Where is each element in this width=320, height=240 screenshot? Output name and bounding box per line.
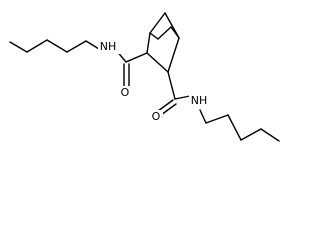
atom-label-nh-right: NH	[191, 94, 208, 107]
bond-butyl-right-3	[240, 128, 262, 141]
bond-carbonyl-right-double-a	[157, 99, 174, 112]
bond-butyl-right-2	[227, 114, 242, 141]
atom-label-oxygen-right: O	[152, 110, 161, 123]
bond-carbonyl-left-ring	[125, 52, 148, 63]
bond-butyl-right-4	[260, 128, 280, 142]
bond-ring-c2-c3	[146, 52, 169, 73]
bond-carbonyl-right-n	[174, 95, 191, 100]
bond-butyl-left-2	[26, 39, 48, 53]
bond-butyl-left-4	[66, 40, 87, 53]
bond-carbonyl-right-double-b	[160, 103, 177, 116]
bond-butyl-left-1	[9, 41, 28, 53]
bond-ring-c3-carbonyl-right	[167, 71, 176, 100]
bond-nh-left-n	[85, 40, 100, 50]
bond-nh-right-chain	[199, 109, 207, 124]
atom-label-oxygen-left: O	[121, 86, 130, 99]
structural-formula-drawing: NH O NH O	[9, 12, 280, 142]
bond-butyl-right-1	[205, 114, 229, 124]
bond-butyl-left-3	[46, 39, 68, 53]
bond-ring-c4-c3	[167, 37, 180, 73]
bond-ring-c6-c5	[157, 26, 172, 40]
bond-ring-c5-c4	[170, 26, 180, 39]
bond-ring-c1-c7	[149, 12, 166, 34]
bond-ring-c1-c6	[149, 32, 159, 40]
bond-ring-c2-c1	[146, 32, 151, 54]
atom-label-nh-left: NH	[100, 40, 117, 53]
